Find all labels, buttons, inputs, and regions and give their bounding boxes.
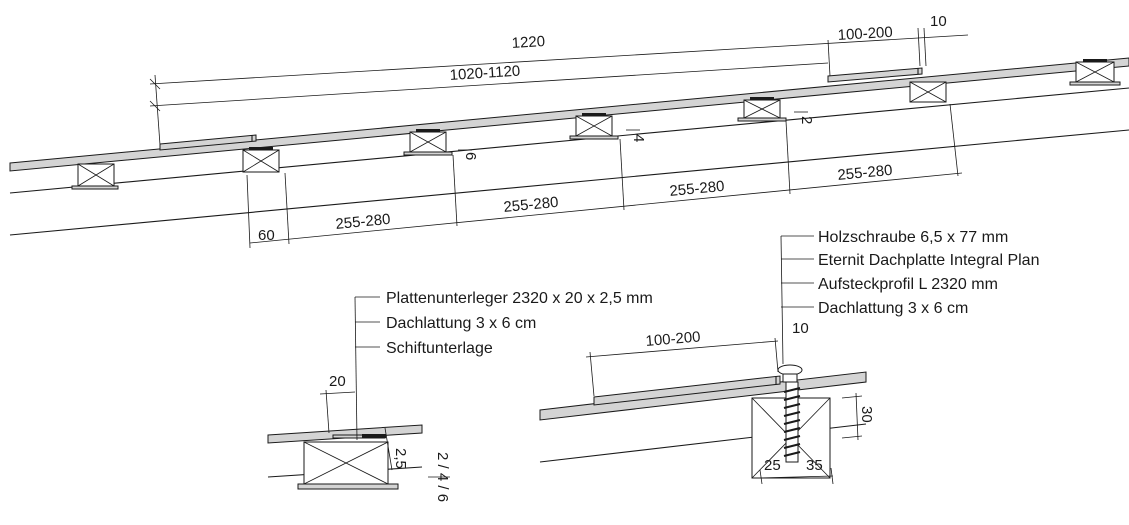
dim-left-steps: 2 / 4 / 6 (434, 452, 451, 502)
callout-right-3: Dachlattung 3 x 6 cm (818, 300, 968, 317)
dim-gap: 10 (930, 13, 947, 30)
batten-2 (242, 147, 280, 173)
callout-right-1: Eternit Dachplatte Integral Plan (818, 252, 1039, 269)
callout-left-0: Plattenunterleger 2320 x 20 x 2,5 mm (386, 290, 653, 307)
rafter-top-line (9, 87, 1129, 194)
callout-left-2: Schiftunterlage (386, 340, 493, 357)
dim-right-left: 25 (764, 457, 781, 474)
dim-total-length: 1220 (511, 33, 545, 52)
callout-right-0: Holzschraube 6,5 x 77 mm (818, 229, 1008, 246)
dim-step-4: 4 (630, 134, 647, 142)
batten-1 (71, 163, 119, 190)
batten-6 (909, 81, 947, 103)
dim-right-right: 35 (806, 457, 823, 474)
dim-step-2: 2 (798, 116, 815, 124)
dim-spacing-2: 255-280 (503, 194, 559, 216)
dim-left-thickness: 2,5 (392, 448, 409, 469)
dim-spacing-0: 60 (258, 227, 275, 244)
detail-left: Plattenunterleger 2320 x 20 x 2,5 mm Dac… (267, 290, 653, 502)
batten-3 (403, 129, 453, 156)
main-roof-section: 1220 1020-1120 100-200 10 60 255-280 255… (9, 13, 1129, 249)
rafter-bottom-line (9, 129, 1129, 236)
batten-7 (1069, 59, 1121, 86)
callout-right-2: Aufsteckprofil L 2320 mm (818, 276, 998, 293)
profile-left (159, 134, 257, 151)
profile-right (827, 67, 923, 83)
roof-plate (9, 57, 1129, 172)
batten-5 (737, 97, 787, 122)
dim-overlap-range: 100-200 (837, 24, 893, 44)
dim-spacing-4: 255-280 (837, 162, 893, 184)
detail-right: Holzschraube 6,5 x 77 mm Eternit Dachpla… (539, 229, 1039, 485)
dim-spacing-1: 255-280 (335, 211, 391, 233)
dim-length-range: 1020-1120 (449, 63, 521, 84)
callout-left-1: Dachlattung 3 x 6 cm (386, 315, 536, 332)
batten-4 (569, 113, 619, 140)
dim-right-gap: 10 (792, 320, 809, 337)
dim-right-height: 30 (858, 406, 875, 423)
dim-step-6: 6 (462, 152, 479, 160)
dim-spacing-3: 255-280 (669, 178, 725, 200)
dim-right-overlap: 100-200 (645, 328, 701, 350)
dim-left-width: 20 (329, 373, 346, 390)
